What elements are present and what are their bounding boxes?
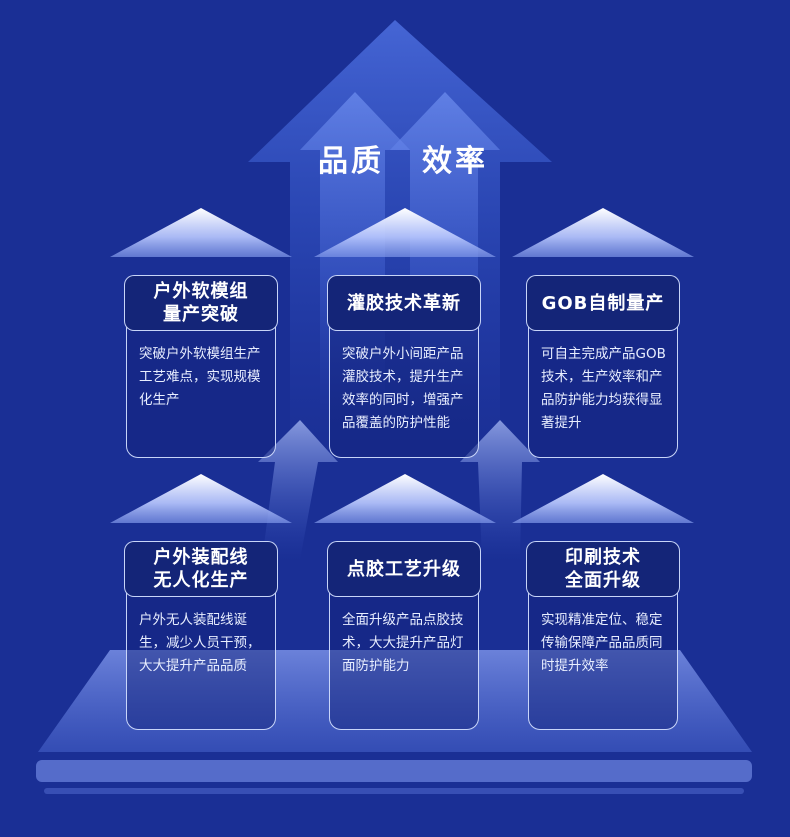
card-outdoor-soft-module: 户外软模组 量产突破 突破户外软模组生产工艺难点，实现规模化生产: [124, 275, 278, 458]
card-unmanned-assembly: 户外装配线 无人化生产 户外无人装配线诞生，减少人员干预，大大提升产品品质: [124, 541, 278, 730]
card-title: 印刷技术 全面升级: [526, 541, 680, 597]
card-body: 突破户外小间距产品灌胶技术，提升生产效率的同时，增强产品覆盖的防护性能: [342, 346, 464, 431]
efficiency-label: 效率: [422, 144, 488, 179]
base-platform: [36, 650, 752, 794]
card-body: 实现精准定位、稳定传输保障产品品质同时提升效率: [541, 612, 663, 674]
card-body: 户外无人装配线诞生，减少人员干预，大大提升产品品质: [139, 612, 261, 674]
roof-arrow-icon: [110, 208, 694, 523]
card-gob-production: GOB自制量产 可自主完成产品GOB技术，生产效率和产品防护能力均获得显著提升: [526, 275, 680, 458]
card-title: 户外装配线 无人化生产: [124, 541, 278, 597]
card-body: 全面升级产品点胶技术，大大提升产品灯面防护能力: [342, 612, 464, 674]
card-title: 点胶工艺升级: [327, 541, 481, 597]
card-title: GOB自制量产: [526, 275, 680, 331]
card-body: 突破户外软模组生产工艺难点，实现规模化生产: [139, 346, 261, 408]
card-dispensing-upgrade: 点胶工艺升级 全面升级产品点胶技术，大大提升产品灯面防护能力: [327, 541, 481, 730]
up-arrow-icon: [258, 420, 540, 560]
quality-label: 品质: [318, 144, 384, 179]
card-printing-upgrade: 印刷技术 全面升级 实现精准定位、稳定传输保障产品品质同时提升效率: [526, 541, 680, 730]
card-body: 可自主完成产品GOB技术，生产效率和产品防护能力均获得显著提升: [541, 346, 666, 431]
card-title: 户外软模组 量产突破: [124, 275, 278, 331]
card-title: 灌胶技术革新: [327, 275, 481, 331]
card-potting-innovation: 灌胶技术革新 突破户外小间距产品灌胶技术，提升生产效率的同时，增强产品覆盖的防护…: [327, 275, 481, 458]
